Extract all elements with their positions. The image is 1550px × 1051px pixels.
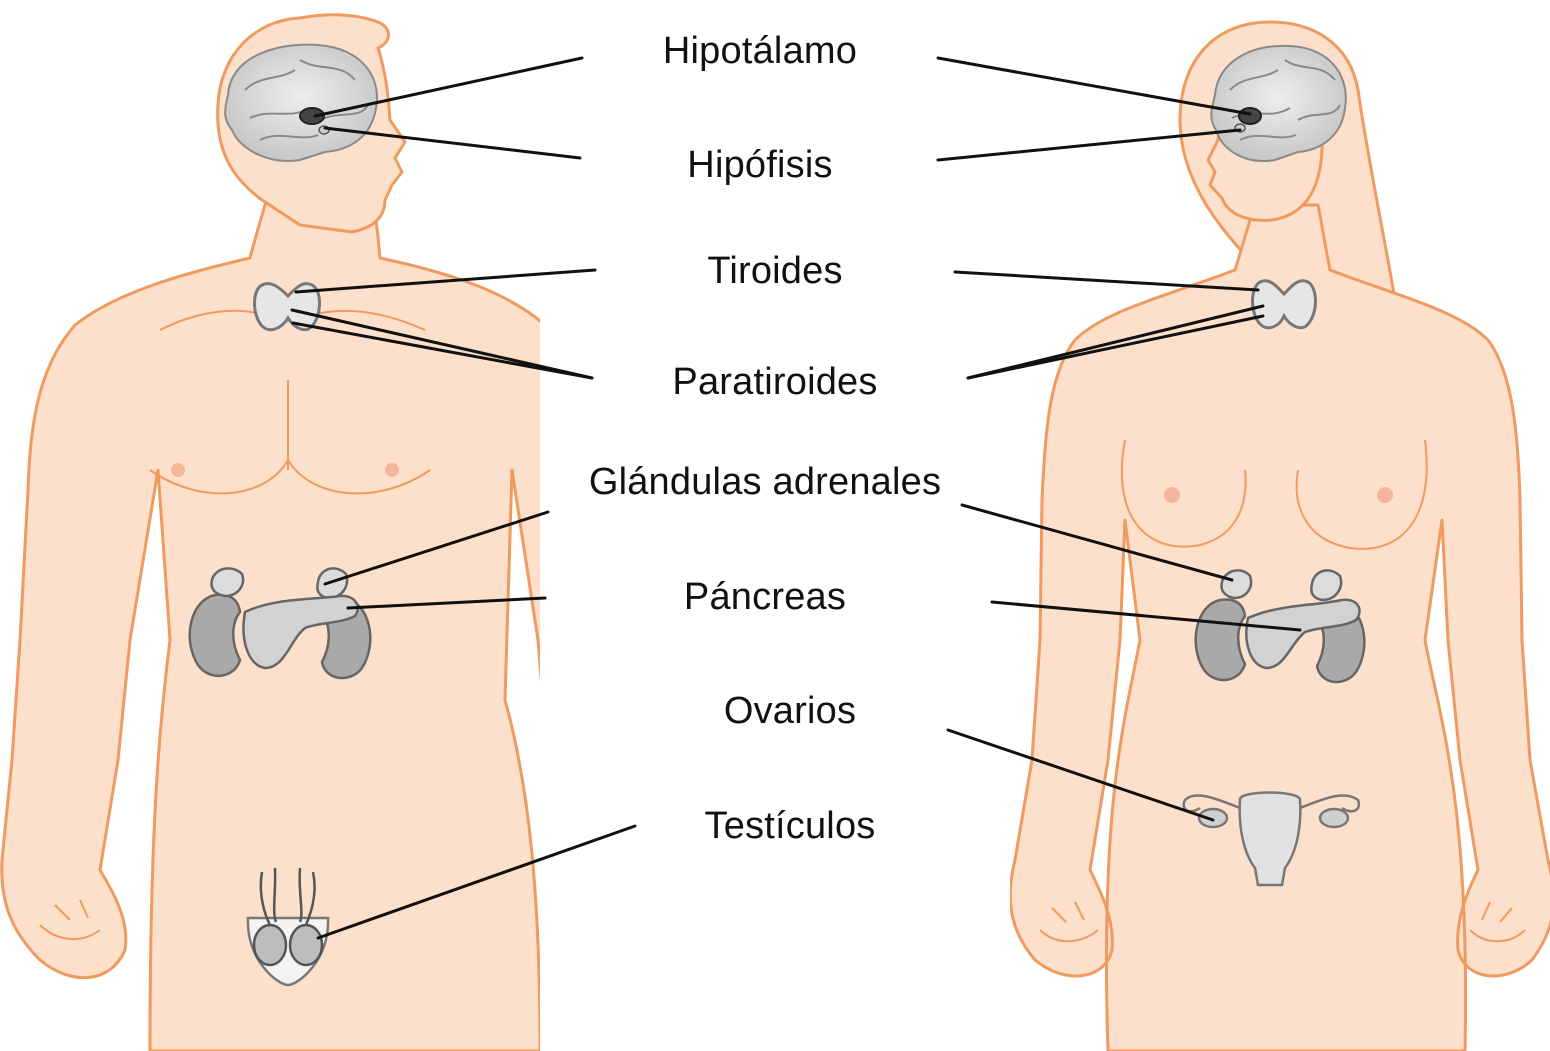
female-nipple-right [1377,487,1393,503]
female-adrenal-left [1222,570,1252,598]
label-hypothalamus: Hipotálamo [663,32,857,70]
label-ovaries: Ovarios [724,692,856,730]
label-pancreas: Páncreas [684,578,846,616]
ovary-right [1320,809,1348,827]
label-parathyroid: Paratiroides [672,363,877,401]
male-kidney-left [190,595,240,676]
male-nipple-right [385,463,399,477]
male-brain [225,45,377,161]
female-nipple-left [1164,487,1180,503]
label-thyroid: Tiroides [707,252,842,290]
female-kidney-left [1196,600,1245,681]
female-hypothalamus-gland [1239,108,1261,124]
female-adrenal-right [1311,570,1341,600]
label-adrenal: Glándulas adrenales [589,463,941,501]
male-adrenal-left [212,568,244,596]
label-pituitary: Hipófisis [687,146,832,184]
male-nipple-left [171,463,185,477]
label-testes: Testículos [705,807,876,845]
female-figure [1010,22,1550,1051]
